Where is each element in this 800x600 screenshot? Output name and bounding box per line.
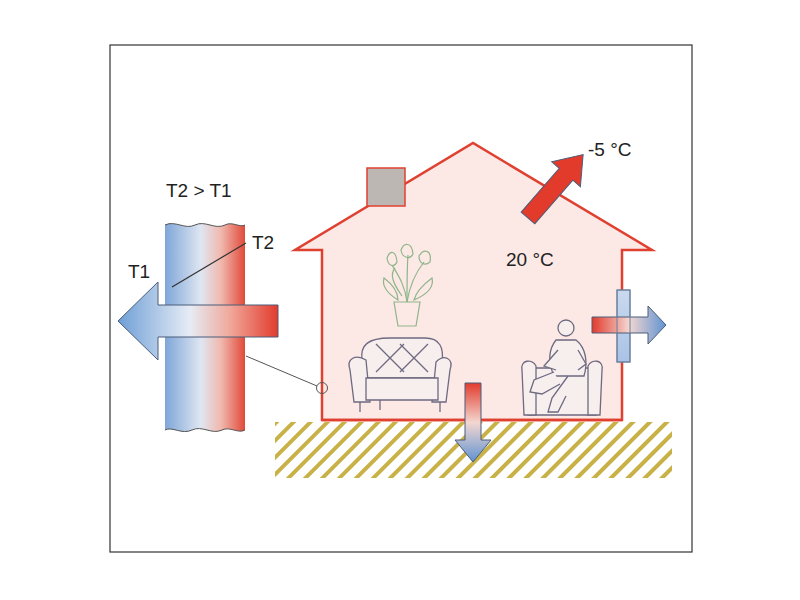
text-label: -5 °C: [588, 140, 632, 161]
text-label: T1: [128, 262, 150, 283]
detail-circle: [317, 383, 328, 394]
roof-heat-arrow: [514, 142, 598, 230]
wall-break-line: [165, 429, 245, 432]
text-label: T2: [252, 233, 274, 254]
plant-drawing: [383, 244, 432, 326]
chimney: [367, 168, 405, 206]
house-outline: [295, 143, 652, 420]
leader-line: [246, 356, 317, 386]
frame: [110, 45, 692, 552]
window-frame: [617, 290, 630, 362]
leader-line: [172, 243, 246, 287]
text-label: 20 °C: [506, 250, 554, 271]
sofa-drawing: [349, 338, 451, 412]
window-heat-arrow: [592, 306, 666, 344]
person-drawing: [522, 320, 602, 415]
floor-heat-arrow: [455, 383, 491, 462]
wall-break-line: [165, 224, 245, 227]
heat-flow-arrow: [118, 282, 278, 360]
text-label: T2 > T1: [166, 181, 232, 202]
